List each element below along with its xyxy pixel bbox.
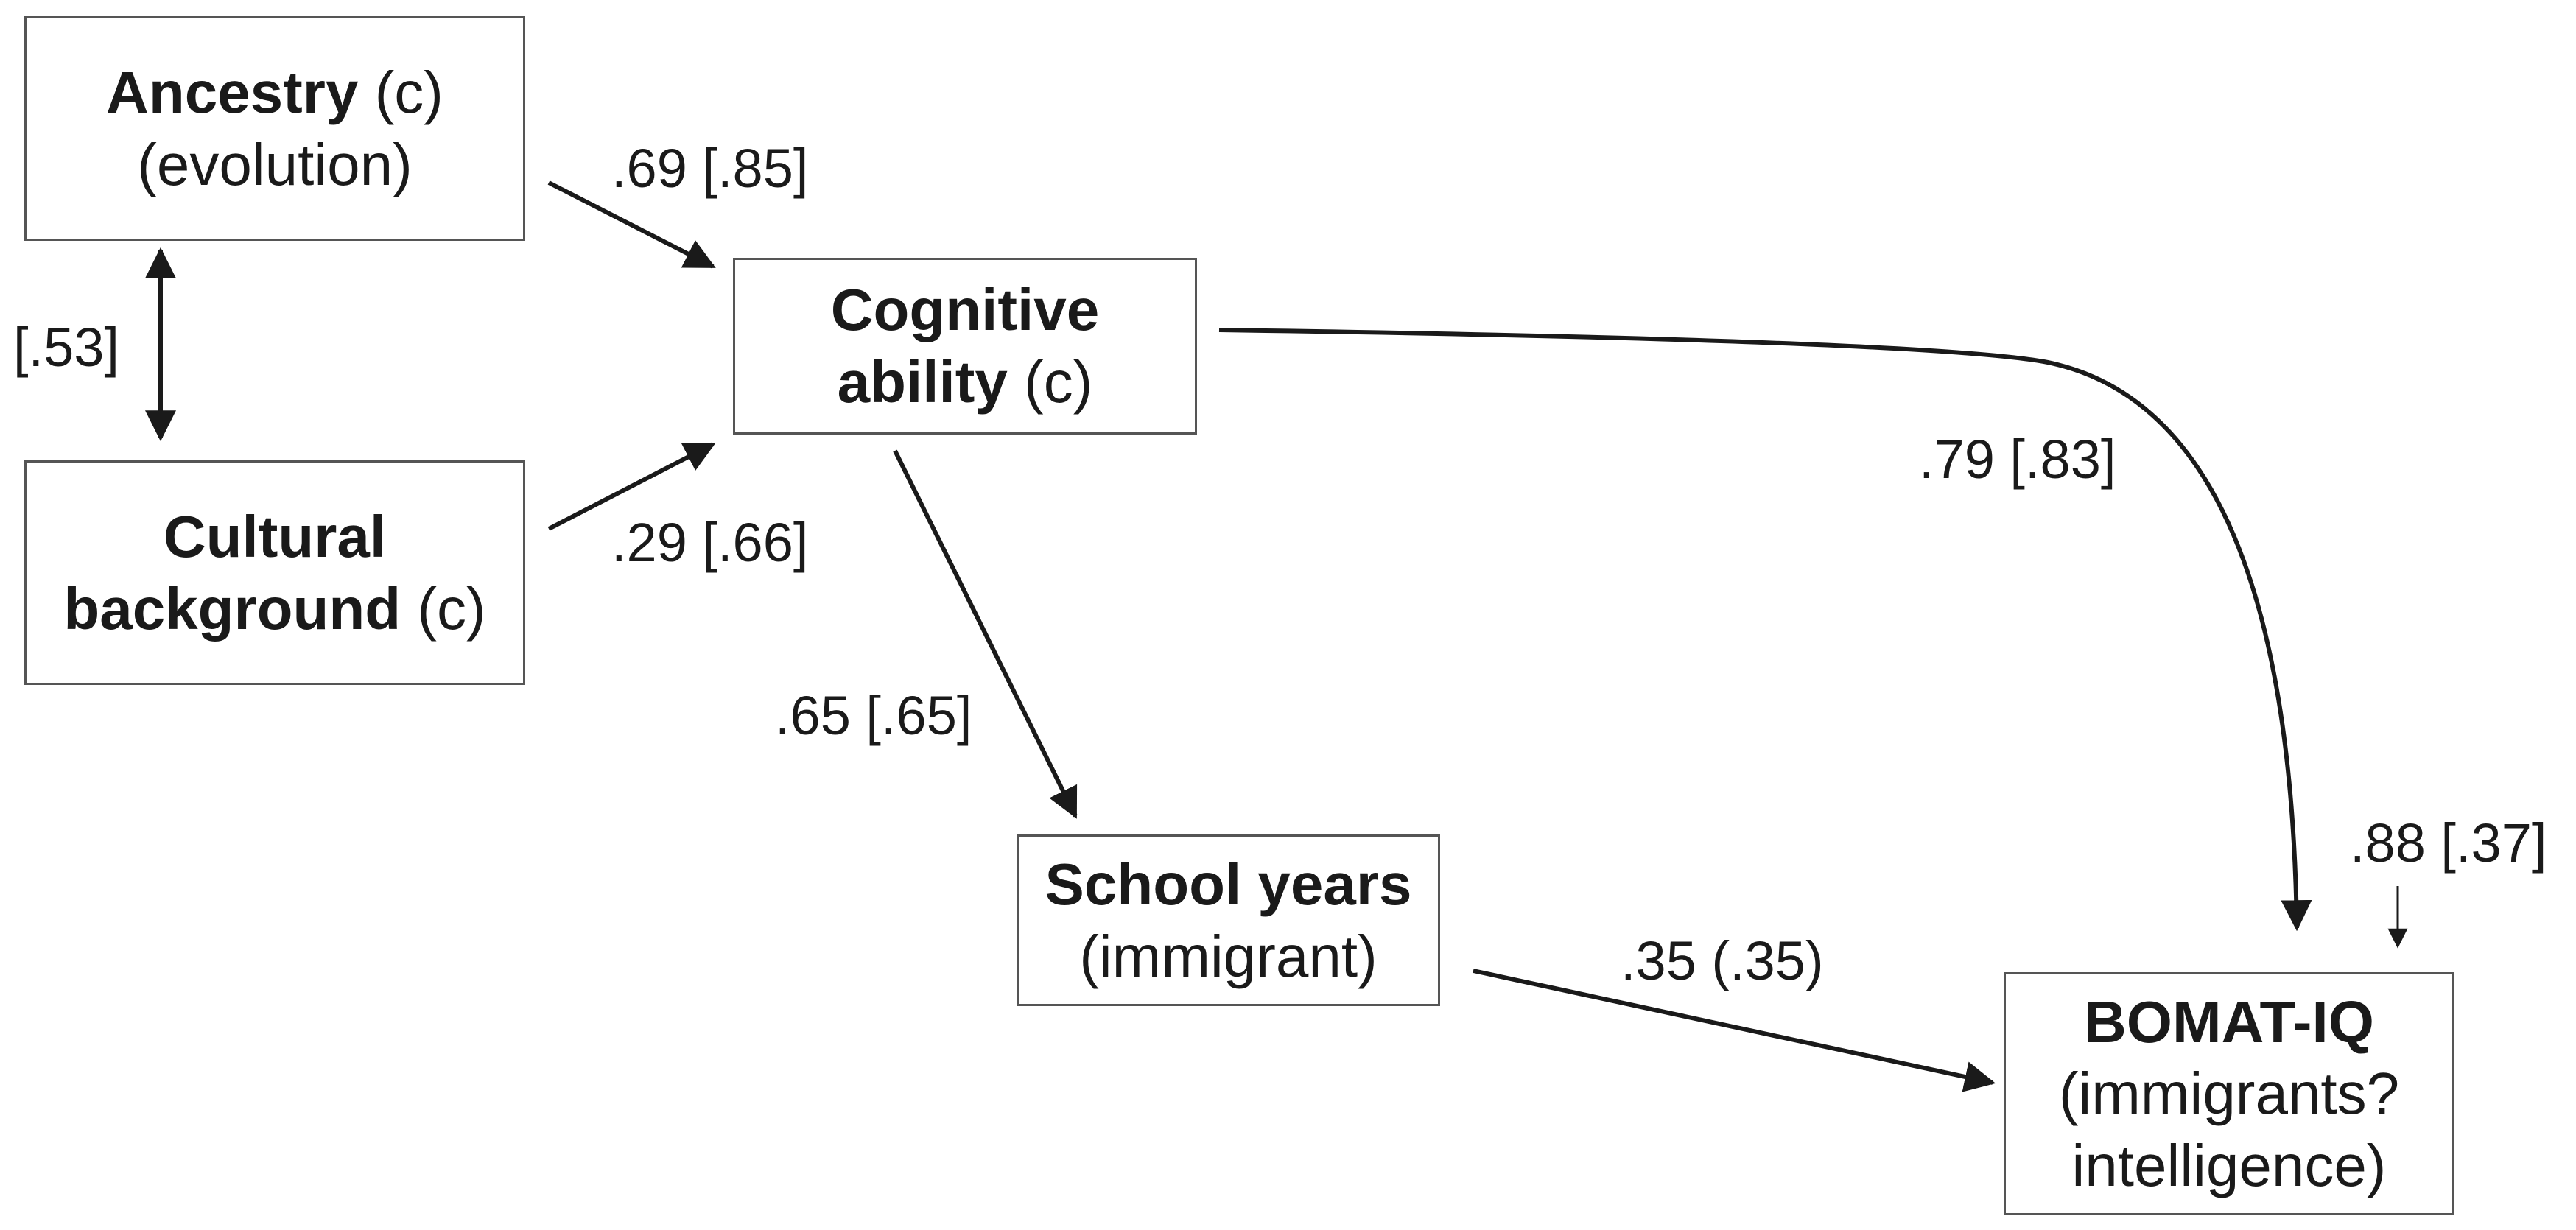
node-ancestry-title: Ancestry <box>106 59 359 125</box>
label-bomat-residual: .88 [.37] <box>2350 812 2547 874</box>
label-ancestry-cognitive: .69 [.85] <box>611 138 809 199</box>
node-cognitive-suffix: (c) <box>1007 349 1093 415</box>
node-ancestry-suffix: (c) <box>358 59 443 125</box>
node-school-years: School years (immigrant) <box>1017 834 1440 1006</box>
arrow-cultural-cognitive <box>547 442 716 531</box>
arrow-cognitive-bomat <box>1218 328 2312 932</box>
node-ancestry: Ancestry (c) (evolution) <box>24 16 525 241</box>
node-bomat-subtitle: (immigrants? <box>2058 1061 2400 1127</box>
node-cultural-suffix: (c) <box>401 575 486 642</box>
node-ancestry-subtitle: (evolution) <box>137 131 413 197</box>
arrow-cognitive-school <box>893 449 1078 819</box>
node-school-subtitle: (immigrant) <box>1079 923 1378 989</box>
node-cognitive-title-2: ability <box>837 349 1008 415</box>
arrow-ancestry-cognitive <box>547 180 716 269</box>
node-school-title: School years <box>1045 851 1412 917</box>
node-cognitive-title: Cognitive <box>830 277 1100 343</box>
label-cultural-cognitive: .29 [.66] <box>611 512 809 573</box>
label-cognitive-school: .65 [.65] <box>775 685 972 746</box>
node-bomat-title: BOMAT-IQ <box>2083 988 2375 1055</box>
label-cognitive-bomat: .79 [.83] <box>1919 429 2116 490</box>
node-cultural: Cultural background (c) <box>24 460 525 685</box>
node-bomat-subtitle-2: intelligence) <box>2071 1132 2387 1198</box>
node-cognitive: Cognitive ability (c) <box>733 258 1197 435</box>
arrow-school-bomat <box>1473 969 1996 1092</box>
label-ancestry-cultural: [.53] <box>13 317 119 378</box>
node-bomat-iq: BOMAT-IQ (immigrants? intelligence) <box>2004 972 2454 1215</box>
node-cultural-title-2: background <box>63 575 401 642</box>
label-school-bomat: .35 (.35) <box>1621 930 1824 991</box>
node-cultural-title: Cultural <box>163 503 387 569</box>
